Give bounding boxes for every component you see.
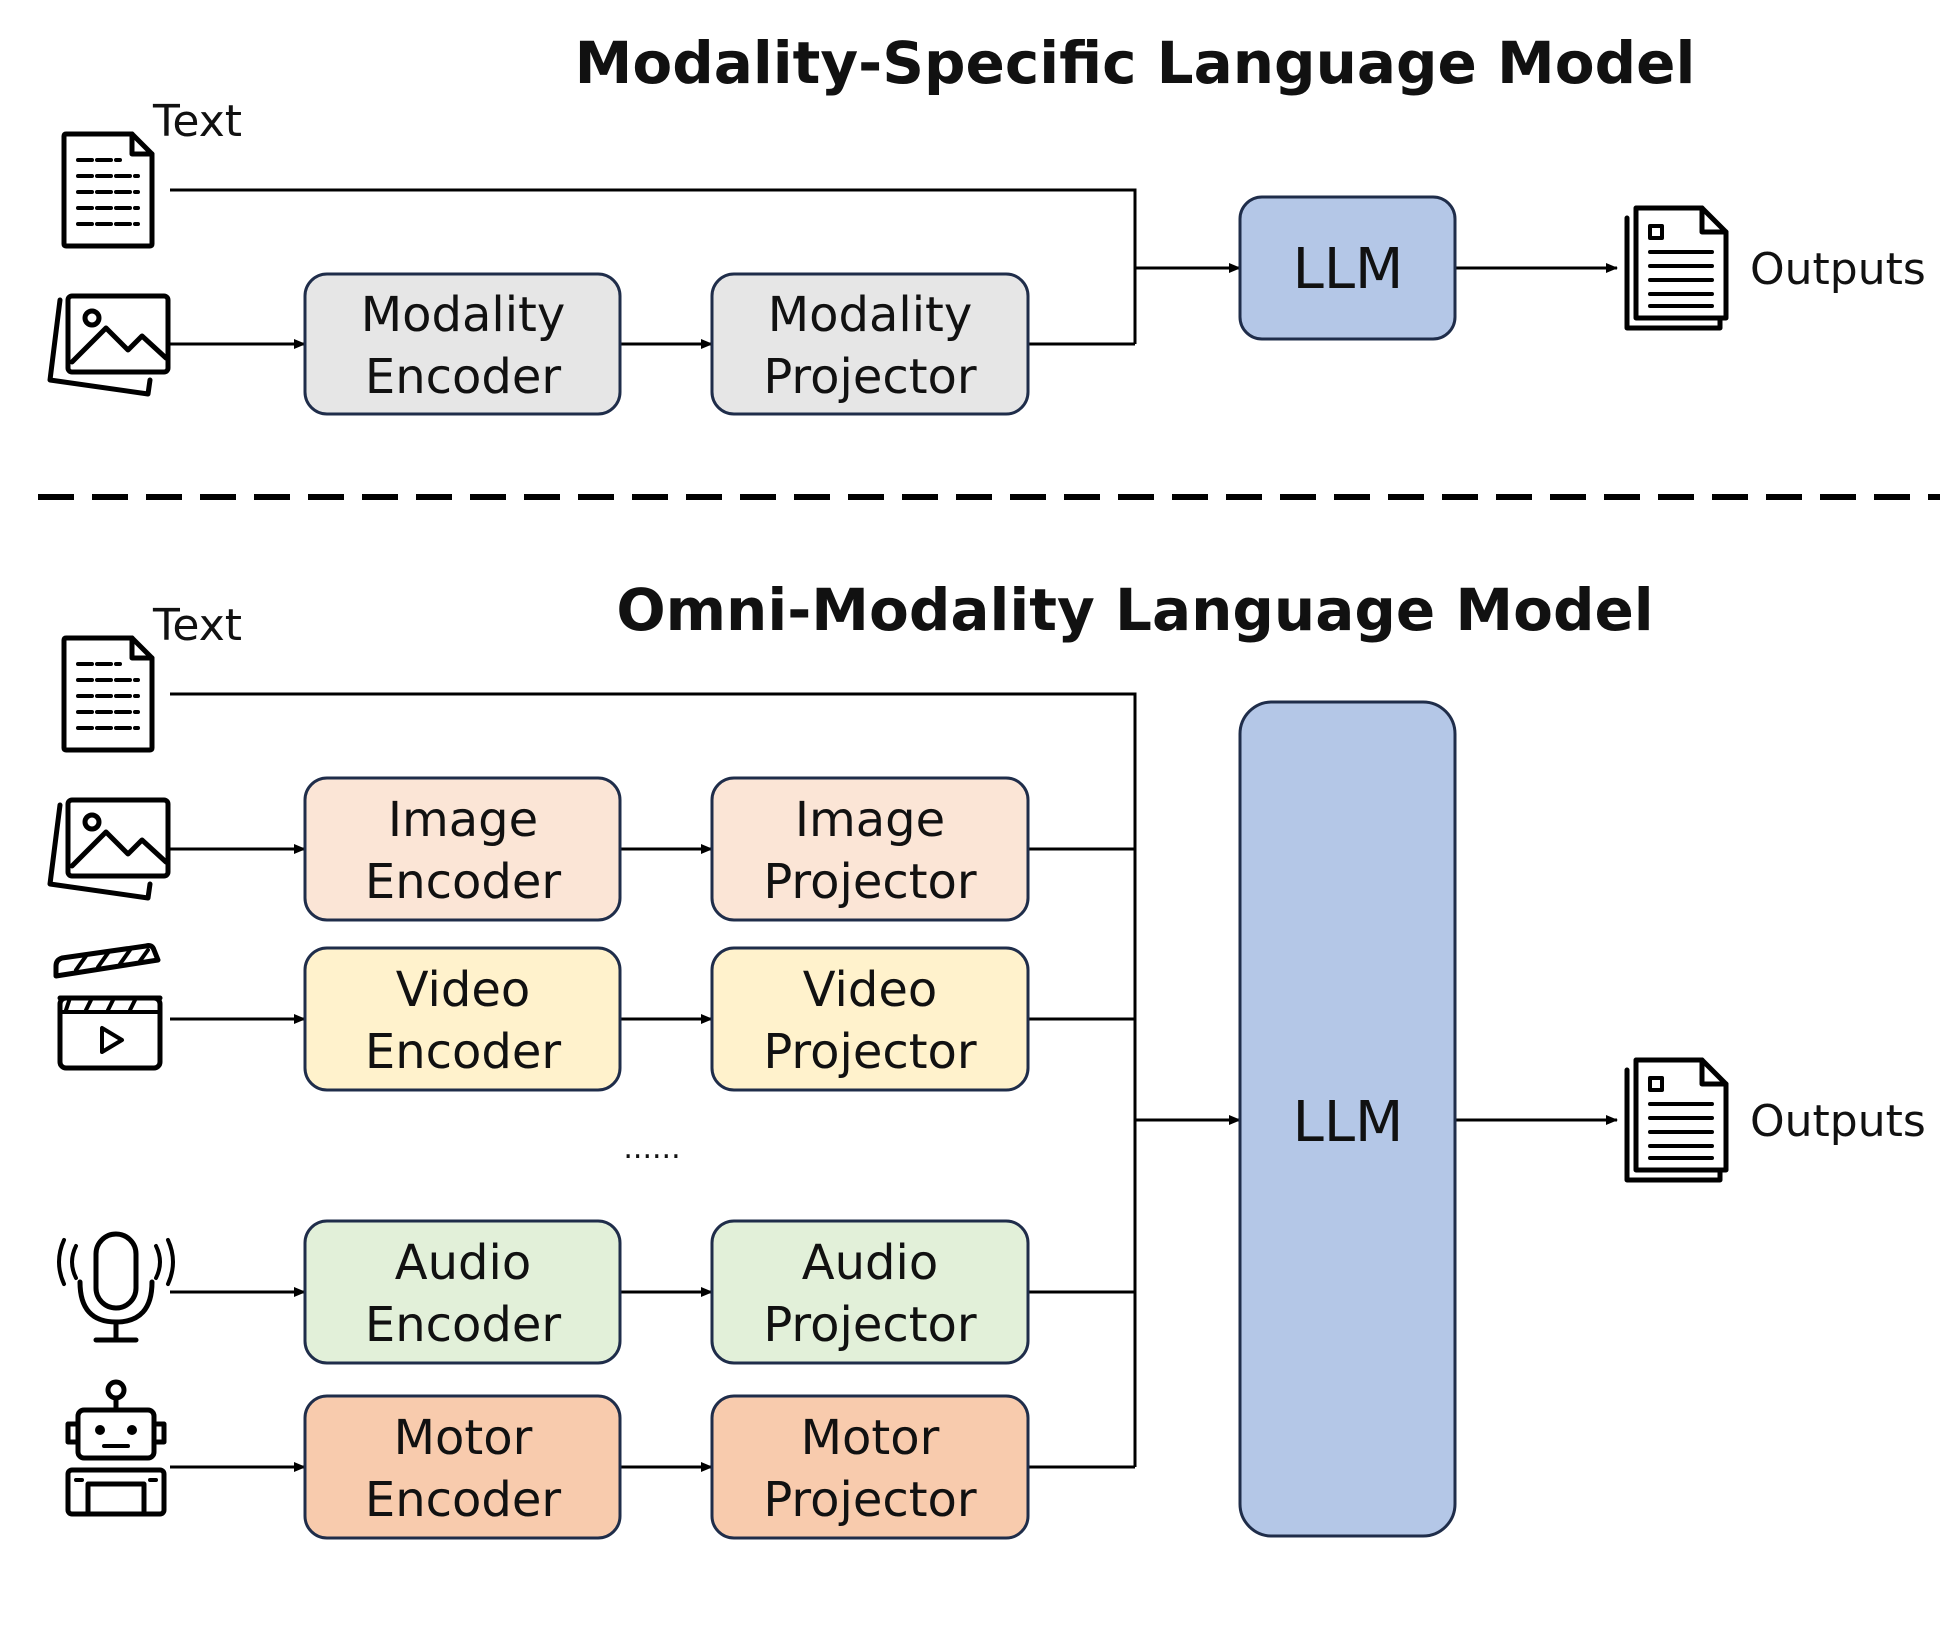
svg-text:LLM: LLM — [1293, 237, 1404, 302]
svg-text:Projector: Projector — [763, 349, 977, 405]
svg-text:Motor: Motor — [394, 1410, 533, 1466]
svg-text:Projector: Projector — [763, 1024, 977, 1080]
image-icon — [47, 293, 171, 397]
video-projector-box: Video Projector — [710, 946, 1030, 1092]
svg-text:Audio: Audio — [802, 1235, 938, 1291]
bottom-title: Omni-Modality Language Model — [616, 576, 1653, 644]
svg-text:Encoder: Encoder — [365, 1297, 562, 1353]
top-text-label: Text — [152, 96, 242, 147]
motor-encoder-box: Motor Encoder — [303, 1394, 622, 1540]
svg-text:Image: Image — [388, 792, 538, 848]
video-encoder-box: Video Encoder — [303, 946, 622, 1092]
top-text-connector — [170, 188, 1137, 344]
bottom-outputs-label: Outputs — [1750, 1096, 1926, 1147]
image-encoder-box: Image Encoder — [303, 776, 622, 922]
ellipsis: ...... — [623, 1131, 680, 1166]
svg-text:Video: Video — [803, 962, 937, 1018]
bottom-llm-box: LLM — [1238, 700, 1457, 1538]
svg-text:Audio: Audio — [395, 1235, 531, 1291]
image-projector-box: Image Projector — [710, 776, 1030, 922]
robot-icon — [65, 1379, 167, 1517]
svg-text:Encoder: Encoder — [365, 854, 562, 910]
svg-text:Encoder: Encoder — [365, 1024, 562, 1080]
motor-projector-box: Motor Projector — [710, 1394, 1030, 1540]
svg-text:Modality: Modality — [361, 287, 566, 343]
documents-icon — [1624, 205, 1729, 331]
svg-text:Projector: Projector — [763, 1472, 977, 1528]
svg-text:Motor: Motor — [801, 1410, 940, 1466]
modality-encoder-box: Modality Encoder — [303, 272, 622, 416]
clapperboard-icon — [53, 943, 163, 1071]
svg-text:Encoder: Encoder — [365, 1472, 562, 1528]
top-llm-box: LLM — [1238, 195, 1457, 341]
audio-projector-box: Audio Projector — [710, 1219, 1030, 1365]
svg-text:LLM: LLM — [1293, 1090, 1404, 1155]
document-icon — [61, 635, 155, 753]
svg-text:Encoder: Encoder — [365, 349, 562, 405]
svg-text:Projector: Projector — [763, 854, 977, 910]
top-title: Modality-Specific Language Model — [575, 29, 1696, 97]
bottom-text-connector — [170, 692, 1137, 1467]
audio-encoder-box: Audio Encoder — [303, 1219, 622, 1365]
modality-projector-box: Modality Projector — [710, 272, 1030, 416]
top-outputs-label: Outputs — [1750, 244, 1926, 295]
microphone-icon — [57, 1231, 175, 1343]
documents-icon — [1624, 1057, 1729, 1183]
bottom-text-label: Text — [152, 600, 242, 651]
svg-text:Projector: Projector — [763, 1297, 977, 1353]
svg-text:Image: Image — [795, 792, 945, 848]
svg-text:Modality: Modality — [768, 287, 973, 343]
document-icon — [61, 131, 155, 249]
svg-text:Video: Video — [396, 962, 530, 1018]
image-icon — [47, 797, 171, 901]
